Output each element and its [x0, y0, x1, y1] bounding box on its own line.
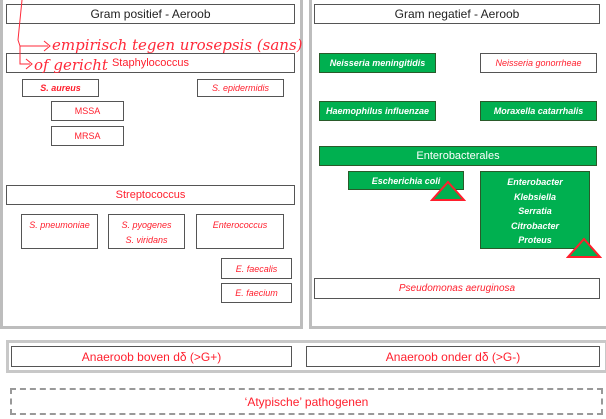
pseudomonas-box: Pseudomonas aeruginosa	[314, 278, 600, 299]
mssa-box: MSSA	[51, 101, 124, 121]
citrobacter-label: Citrobacter	[510, 220, 559, 231]
e-coli-box: Escherichia coli	[348, 171, 464, 190]
moraxella-box: Moraxella catarrhalis	[480, 101, 597, 121]
atypical-pathogens-box: ‘Atypische’ pathogenen	[10, 388, 603, 415]
enterobacterales-box: Enterobacterales	[319, 146, 597, 166]
haemophilus-box: Haemophilus influenzae	[319, 101, 436, 121]
proteus-label: Proteus	[518, 235, 552, 245]
e-faecium-box: E. faecium	[221, 283, 292, 303]
staphylococcus-box: Staphylococcus	[6, 53, 295, 73]
e-faecalis-box: E. faecalis	[221, 258, 292, 279]
s-aureus-box: S. aureus	[22, 79, 99, 97]
n-gonorrheae-box: Neisseria gonorrheae	[480, 53, 597, 73]
s-viridans-label: S. viridans	[125, 235, 168, 245]
s-pneumoniae-label: S. pneumoniae	[29, 220, 90, 230]
serratia-label: Serratia	[518, 206, 552, 216]
s-pyogenes-label: S. pyogenes	[121, 220, 172, 230]
annotation-line1: empirisch tegen urosepsis (sans)	[52, 36, 303, 54]
enterobacter-label: Enterobacter	[507, 177, 563, 187]
triangle-marker-icon	[566, 237, 602, 258]
mrsa-box: MRSA	[51, 126, 124, 146]
handwritten-arrows	[17, 0, 51, 70]
streptococcus-box: Streptococcus	[6, 185, 295, 205]
gram-negative-title: Gram negatief - Aeroob	[314, 4, 600, 24]
enterococcus-box: Enterococcus	[196, 214, 284, 249]
triangle-marker-icon	[430, 180, 466, 201]
anaerobes-above-box: Anaeroob boven dδ (>G+)	[11, 346, 292, 367]
annotation-line2: of gericht	[34, 56, 108, 74]
enterobacter-group-box: Enterobacter Klebsiella Serratia Citroba…	[480, 171, 590, 249]
anaerobes-below-box: Anaeroob onder dδ (>G-)	[306, 346, 600, 367]
klebsiella-label: Klebsiella	[513, 191, 557, 202]
gram-positive-title: Gram positief - Aeroob	[6, 4, 295, 24]
enterococcus-label: Enterococcus	[212, 220, 268, 230]
s-pneumoniae-box: S. pneumoniae	[21, 214, 98, 249]
n-meningitidis-box: Neisseria meningitidis	[319, 53, 436, 73]
s-epidermidis-box: S. epidermidis	[197, 79, 284, 97]
s-pyogenes-viridans-box: S. pyogenes S. viridans	[108, 214, 185, 249]
